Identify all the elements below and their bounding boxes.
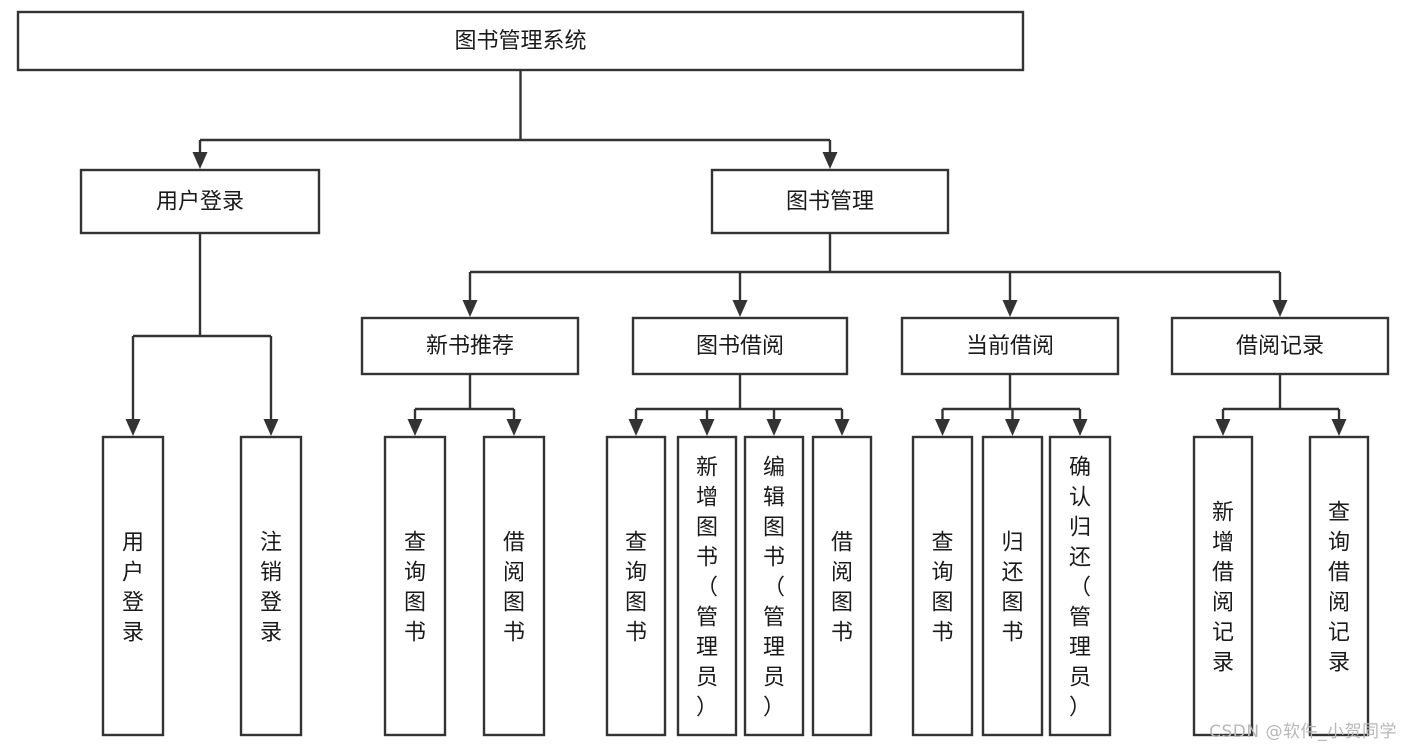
node-label: 图书管理 <box>786 190 874 215</box>
node-label: 查询借阅记录 <box>1328 500 1350 675</box>
arrow-head-icon <box>834 419 850 436</box>
node-newbook[interactable]: 新书推荐 <box>360 316 580 376</box>
node-label: 新增图书（管理员） <box>696 455 718 720</box>
node-label: 借阅图书 <box>831 530 853 645</box>
node-leaf-cur-return[interactable]: 归还图书 <box>981 435 1044 737</box>
edge-group-login <box>125 233 279 436</box>
arrow-head-icon <box>192 152 208 169</box>
node-box <box>360 316 580 376</box>
node-box <box>1170 316 1390 376</box>
arrow-head-icon <box>407 419 423 436</box>
node-leaf-bk-edit[interactable]: 编辑图书（管理员） <box>743 435 805 737</box>
node-box <box>16 10 1025 72</box>
edge-group-records <box>1215 374 1347 436</box>
edges-layer <box>125 70 1347 436</box>
arrow-head-icon <box>1072 419 1088 436</box>
node-leaf-nb-borrow[interactable]: 借阅图书 <box>482 435 546 737</box>
node-box <box>676 435 738 737</box>
node-box <box>900 316 1120 376</box>
node-box <box>743 435 805 737</box>
node-label: 确认归还（管理员） <box>1069 455 1091 720</box>
node-label: 图书管理系统 <box>454 29 586 54</box>
arrow-head-icon <box>125 419 141 436</box>
node-box <box>911 435 974 737</box>
edge-group-bookmgmt <box>462 233 1288 317</box>
node-leaf-rec-add[interactable]: 新增借阅记录 <box>1192 435 1254 737</box>
node-label: 注销登录 <box>260 530 282 645</box>
node-box <box>1048 435 1112 737</box>
arrow-head-icon <box>462 300 478 317</box>
node-leaf-bk-add[interactable]: 新增图书（管理员） <box>676 435 738 737</box>
node-leaf-cur-query[interactable]: 查询图书 <box>911 435 974 737</box>
node-leaf-bk-borrow[interactable]: 借阅图书 <box>811 435 873 737</box>
node-current[interactable]: 当前借阅 <box>900 316 1120 376</box>
node-box <box>101 435 165 737</box>
csdn-watermark: CSDN @软件_小贺同学 <box>1209 722 1397 742</box>
node-label: 查询图书 <box>404 530 426 645</box>
node-box <box>605 435 667 737</box>
node-label: 借阅图书 <box>503 530 525 645</box>
node-box <box>811 435 873 737</box>
node-label: 用户登录 <box>156 190 244 215</box>
arrow-head-icon <box>1331 419 1347 436</box>
arrow-head-icon <box>935 419 950 436</box>
node-leaf-rec-query[interactable]: 查询借阅记录 <box>1308 435 1370 737</box>
node-box <box>383 435 447 737</box>
node-box <box>710 168 950 235</box>
arrow-head-icon <box>506 419 522 436</box>
node-box <box>79 168 321 235</box>
edge-group-borrow <box>628 374 850 436</box>
edge-group-newbook <box>407 374 522 436</box>
arrow-head-icon <box>766 419 782 436</box>
node-records[interactable]: 借阅记录 <box>1170 316 1390 376</box>
node-label: 借阅记录 <box>1236 334 1324 359</box>
node-bookmgmt[interactable]: 图书管理 <box>710 168 950 235</box>
node-label: 新增借阅记录 <box>1212 500 1234 675</box>
arrow-head-icon <box>1215 419 1231 436</box>
node-label: 当前借阅 <box>966 334 1054 359</box>
edge-group-root <box>192 70 838 169</box>
node-label: 归还图书 <box>1001 530 1023 645</box>
arrow-head-icon <box>822 152 838 169</box>
node-label: 图书借阅 <box>696 334 784 359</box>
arrow-head-icon <box>699 419 715 436</box>
arrow-head-icon <box>1005 419 1020 436</box>
node-leaf-cur-confirm[interactable]: 确认归还（管理员） <box>1048 435 1112 737</box>
edge-group-current <box>935 374 1088 436</box>
node-label: 编辑图书（管理员） <box>763 455 785 720</box>
node-box <box>1192 435 1254 737</box>
node-borrow[interactable]: 图书借阅 <box>631 316 849 376</box>
node-label: 查询图书 <box>931 530 953 645</box>
node-box <box>981 435 1044 737</box>
node-label: 用户登录 <box>122 530 144 645</box>
node-label: 查询图书 <box>625 530 647 645</box>
node-box <box>239 435 303 737</box>
node-leaf-user-logout[interactable]: 注销登录 <box>239 435 303 737</box>
arrow-head-icon <box>263 419 279 436</box>
node-box <box>631 316 849 376</box>
node-leaf-nb-query[interactable]: 查询图书 <box>383 435 447 737</box>
arrow-head-icon <box>732 300 748 317</box>
arrow-head-icon <box>628 419 644 436</box>
node-leaf-user-login[interactable]: 用户登录 <box>101 435 165 737</box>
node-leaf-bk-query[interactable]: 查询图书 <box>605 435 667 737</box>
nodes-layer: 图书管理系统用户登录图书管理新书推荐图书借阅当前借阅借阅记录用户登录注销登录查询… <box>16 10 1390 737</box>
arrow-head-icon <box>1272 300 1288 317</box>
node-box <box>1308 435 1370 737</box>
node-root[interactable]: 图书管理系统 <box>16 10 1025 72</box>
node-label: 新书推荐 <box>426 334 514 359</box>
node-login[interactable]: 用户登录 <box>79 168 321 235</box>
arrow-head-icon <box>1002 300 1018 317</box>
node-box <box>482 435 546 737</box>
